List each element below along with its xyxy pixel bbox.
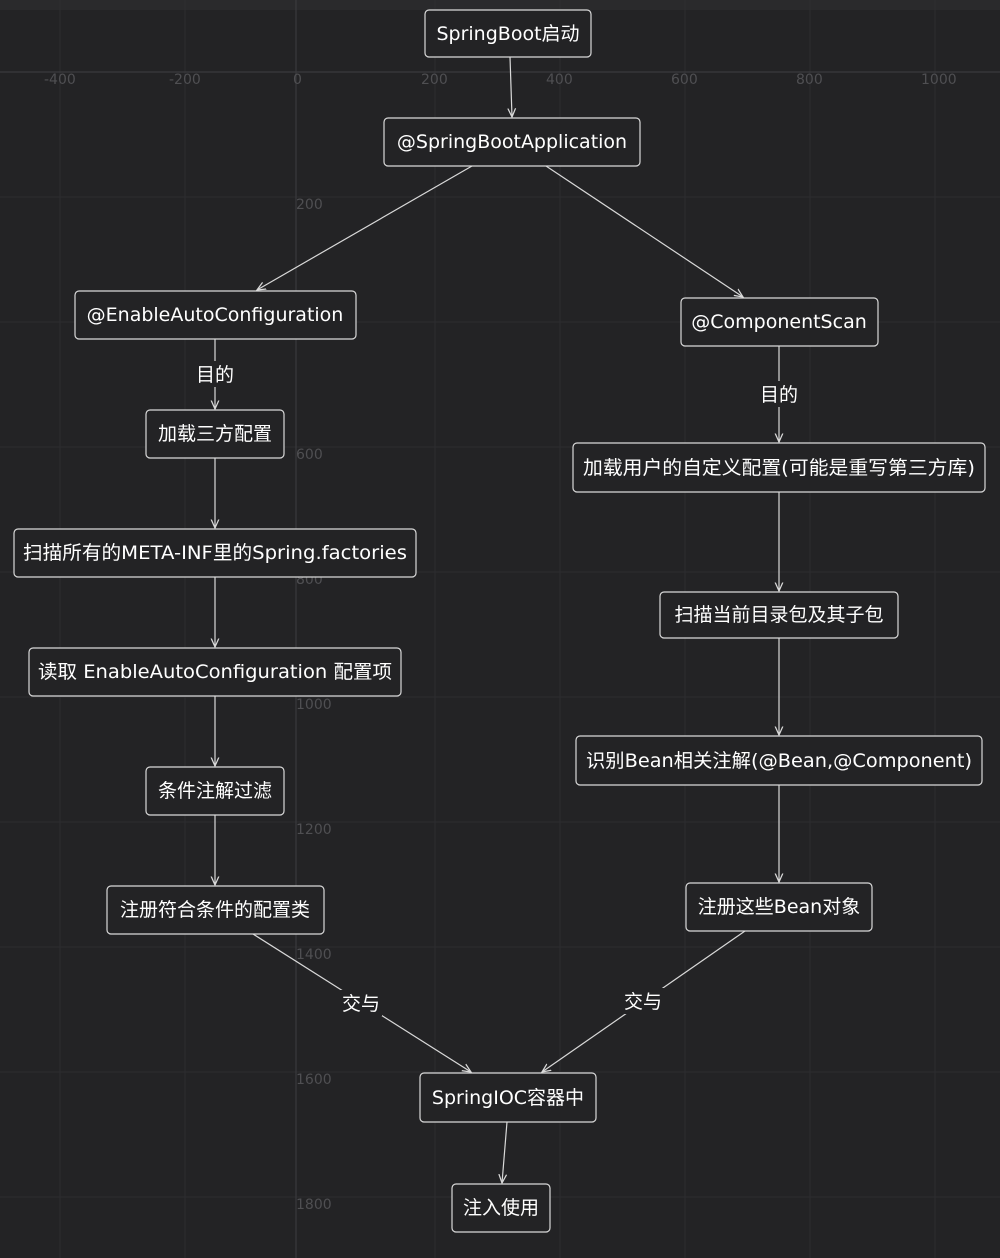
y-tick-label: 1200 bbox=[296, 822, 332, 838]
node-component-scan[interactable]: @ComponentScan bbox=[680, 297, 879, 347]
node-register-beans[interactable]: 注册这些Bean对象 bbox=[685, 882, 873, 932]
node-springboot-start[interactable]: SpringBoot启动 bbox=[424, 9, 592, 58]
node-load-user-config[interactable]: 加载用户的自定义配置(可能是重写第三方库) bbox=[572, 442, 986, 493]
node-read-config[interactable]: 读取 EnableAutoConfiguration 配置项 bbox=[28, 647, 402, 697]
node-label: 识别Bean相关注解(@Bean,@Component) bbox=[586, 750, 972, 772]
y-tick-label: 600 bbox=[296, 447, 323, 463]
node-scan-current-package[interactable]: 扫描当前目录包及其子包 bbox=[659, 591, 899, 639]
x-tick-label: 1000 bbox=[921, 72, 957, 88]
node-label: 加载三方配置 bbox=[158, 423, 272, 445]
edge-label-handover-left: 交与 bbox=[342, 993, 380, 1015]
edge-start-to-application[interactable] bbox=[510, 56, 512, 117]
x-tick-label: 600 bbox=[671, 72, 698, 88]
node-label: @SpringBootApplication bbox=[397, 131, 627, 153]
node-label: 扫描当前目录包及其子包 bbox=[674, 604, 883, 626]
x-tick-label: 200 bbox=[421, 72, 448, 88]
y-tick-label: 1000 bbox=[296, 697, 332, 713]
y-tick-label: 1400 bbox=[296, 947, 332, 963]
x-tick-label: 400 bbox=[546, 72, 573, 88]
edge-label-purpose-right: 目的 bbox=[760, 384, 798, 406]
node-spring-ioc[interactable]: SpringIOC容器中 bbox=[419, 1072, 597, 1123]
node-label: @EnableAutoConfiguration bbox=[87, 304, 344, 326]
node-scan-meta-inf[interactable]: 扫描所有的META-INF里的Spring.factories bbox=[13, 528, 417, 578]
x-tick-label: -200 bbox=[169, 72, 201, 88]
y-tick-label: 1800 bbox=[296, 1197, 332, 1213]
nodes: SpringBoot启动 @SpringBootApplication @Ena… bbox=[13, 9, 986, 1233]
node-label: 注册这些Bean对象 bbox=[698, 896, 860, 918]
node-enable-auto-configuration[interactable]: @EnableAutoConfiguration bbox=[74, 290, 357, 340]
y-axis-ticks: 200 400 600 800 1000 1200 1400 1600 1800 bbox=[296, 197, 332, 1213]
node-label: 注册符合条件的配置类 bbox=[120, 899, 310, 921]
top-strip bbox=[0, 0, 1000, 10]
x-axis-ticks: -400 -200 0 200 400 600 800 1000 bbox=[44, 72, 957, 88]
edge-application-to-componentscan[interactable] bbox=[545, 165, 743, 297]
node-label: SpringBoot启动 bbox=[436, 23, 579, 45]
edge-ioc-to-inject[interactable] bbox=[502, 1121, 508, 1183]
x-tick-label: 800 bbox=[796, 72, 823, 88]
edge-application-to-enableauto[interactable] bbox=[257, 165, 473, 290]
y-tick-label: 200 bbox=[296, 197, 323, 213]
node-inject-use[interactable]: 注入使用 bbox=[451, 1183, 551, 1233]
node-label: 条件注解过滤 bbox=[158, 780, 272, 802]
edge-label-purpose-left: 目的 bbox=[196, 364, 234, 386]
node-label: @ComponentScan bbox=[691, 311, 867, 333]
edge-labels: 目的 目的 交与 交与 bbox=[194, 361, 800, 1016]
node-register-config-classes[interactable]: 注册符合条件的配置类 bbox=[106, 885, 325, 935]
node-springboot-application[interactable]: @SpringBootApplication bbox=[383, 117, 641, 167]
node-identify-bean[interactable]: 识别Bean相关注解(@Bean,@Component) bbox=[575, 735, 983, 786]
edge-label-handover-right: 交与 bbox=[624, 991, 662, 1013]
node-label: 读取 EnableAutoConfiguration 配置项 bbox=[38, 661, 392, 683]
x-tick-label: -400 bbox=[44, 72, 76, 88]
node-label: 扫描所有的META-INF里的Spring.factories bbox=[23, 542, 407, 564]
node-load-third-party[interactable]: 加载三方配置 bbox=[145, 409, 285, 459]
node-label: SpringIOC容器中 bbox=[432, 1087, 584, 1109]
node-label: 注入使用 bbox=[463, 1197, 539, 1219]
x-tick-label: 0 bbox=[293, 72, 302, 88]
node-conditional-filter[interactable]: 条件注解过滤 bbox=[145, 766, 285, 816]
y-tick-label: 1600 bbox=[296, 1072, 332, 1088]
node-label: 加载用户的自定义配置(可能是重写第三方库) bbox=[583, 457, 975, 479]
